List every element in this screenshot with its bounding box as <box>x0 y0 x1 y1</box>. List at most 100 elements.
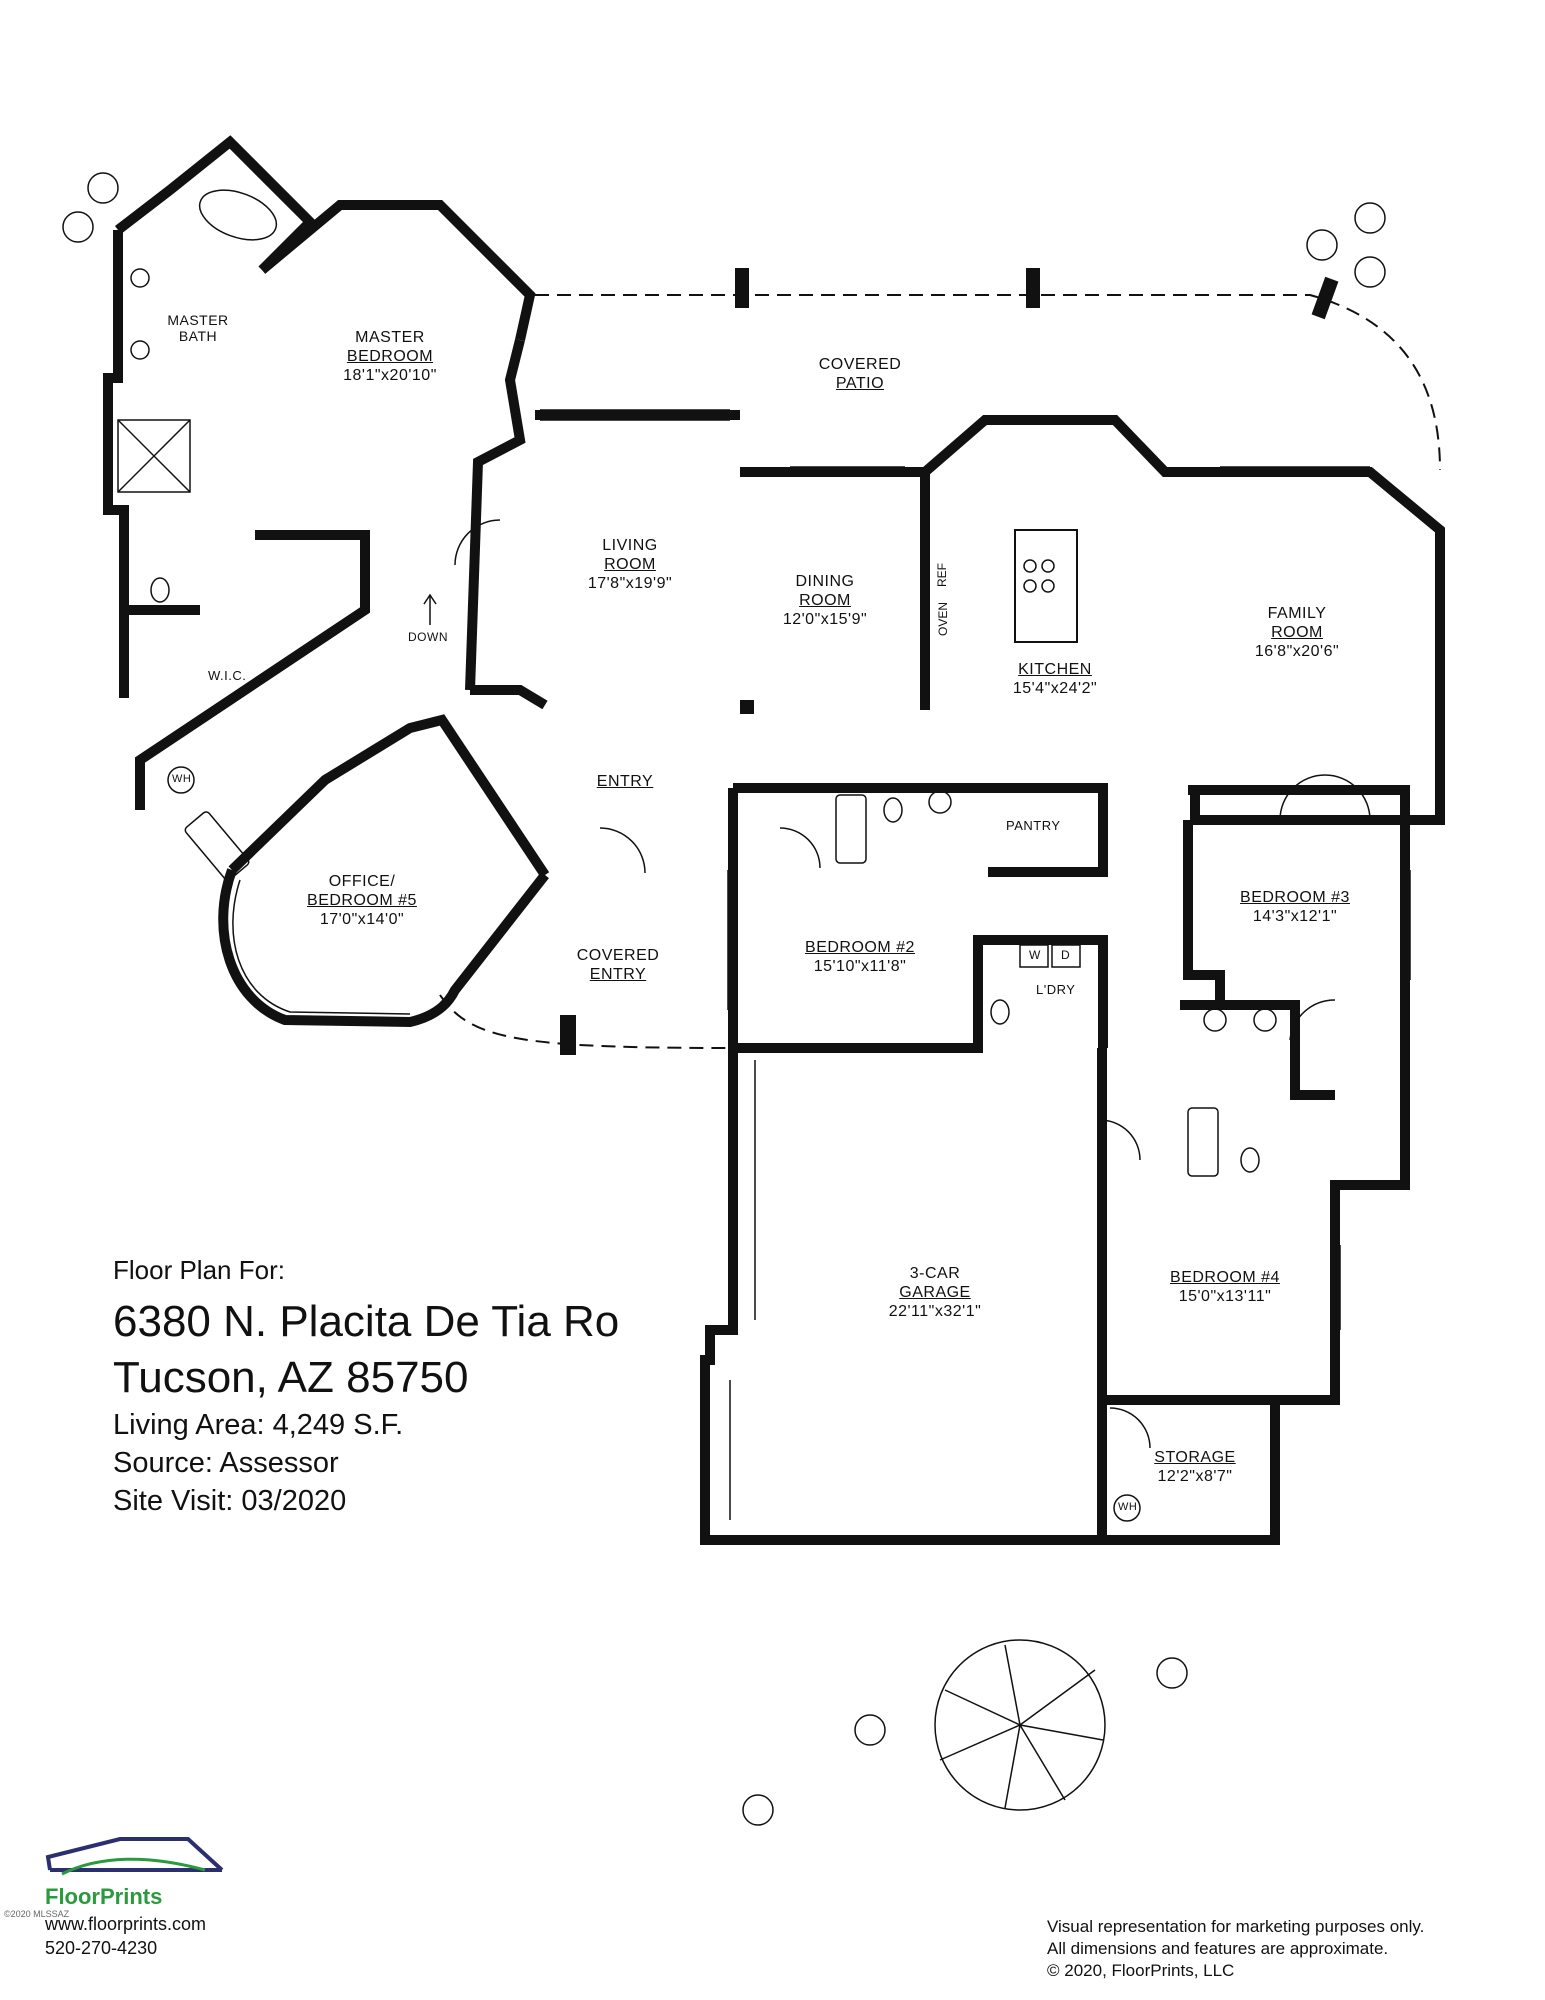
master-tub <box>198 189 278 241</box>
living-area: Living Area: 4,249 S.F. <box>113 1409 404 1441</box>
entry-column <box>560 1015 576 1055</box>
wall-kitchen-top <box>921 415 1225 477</box>
bathtub <box>1187 1107 1219 1177</box>
water-heater-symbol <box>1113 1494 1141 1522</box>
wic-label: W.I.C. <box>208 668 247 683</box>
disclaimer-line-2: All dimensions and features are approxim… <box>1047 1939 1389 1958</box>
wall-wic <box>135 530 370 810</box>
sink <box>928 790 952 814</box>
dining-room-label: DINING ROOM 12'0"x15'9" <box>782 573 868 628</box>
washer <box>1019 944 1049 968</box>
wall-bedroom4 <box>1183 820 1335 1100</box>
floorprints-logo-graphic <box>45 1837 224 1876</box>
toilet <box>150 577 170 603</box>
sink <box>130 268 150 288</box>
phone-number: 520-270-4230 <box>45 1938 158 1958</box>
cooktop-burner <box>1041 559 1055 573</box>
wall-living-room-west <box>470 685 548 710</box>
copyright: © 2020, FloorPrints, LLC <box>1047 1961 1235 1980</box>
door-swing <box>1279 774 1371 821</box>
entry-label: ENTRY <box>596 773 654 790</box>
cooktop-burner <box>1023 579 1037 593</box>
shower <box>117 419 191 493</box>
water-heater-label: WH <box>172 773 192 785</box>
garage-label: 3-CAR GARAGE 22'11"x32'1" <box>888 1265 982 1320</box>
floor-plan-for-label: Floor Plan For: <box>113 1255 285 1285</box>
address-line-1: 6380 N. Placita De Tia Ro <box>113 1297 620 1346</box>
door-swing <box>1109 1407 1151 1449</box>
plant-icon <box>62 211 94 243</box>
plant-icon <box>87 172 119 204</box>
plant-icon <box>742 1794 774 1826</box>
kitchen-island <box>1014 529 1078 643</box>
wall-bedroom2 <box>728 788 1108 1053</box>
disclaimer: Visual representation for marketing purp… <box>1047 1916 1424 1982</box>
site-visit: Site Visit: 03/2020 <box>113 1485 347 1517</box>
plant-icon <box>1306 229 1338 261</box>
wall-bedroom3 <box>1105 785 1410 1405</box>
door-swing <box>454 519 501 566</box>
wall-garage <box>700 1048 1107 1545</box>
dining-column <box>740 700 754 714</box>
wall-storage <box>1102 1395 1280 1545</box>
toilet <box>1240 1147 1260 1173</box>
master-bedroom-label: MASTER BEDROOM 18'1"x20'10" <box>343 329 437 384</box>
window <box>232 879 411 1015</box>
master-bath-label: MASTER BATH <box>167 312 229 344</box>
patio-column <box>735 268 749 308</box>
covered-patio-outline <box>535 294 1441 471</box>
bedroom3-label: BEDROOM #3 14'3"x12'1" <box>1240 889 1350 925</box>
brand-name: FloorPrints <box>45 1884 163 1909</box>
office-bedroom5-label: OFFICE/ BEDROOM #5 17'0"x14'0" <box>307 873 417 928</box>
bathtub <box>835 794 867 864</box>
storage-label: STORAGE 12'2"x8'7" <box>1154 1449 1236 1485</box>
dryer <box>1051 944 1081 968</box>
covered-patio-label: COVERED PATIO <box>818 356 902 392</box>
toilet <box>883 797 903 823</box>
water-heater-symbol <box>167 766 195 794</box>
tree-icon <box>934 1639 1106 1811</box>
disclaimer-line-1: Visual representation for marketing purp… <box>1047 1917 1425 1936</box>
door-swing <box>1289 999 1336 1041</box>
wall-bedroom2-block <box>733 783 1108 877</box>
pantry-label: PANTRY <box>1006 818 1061 833</box>
toilet <box>990 999 1010 1025</box>
plant-icon <box>1354 202 1386 234</box>
sink <box>130 340 150 360</box>
plant-icon <box>1156 1657 1188 1689</box>
bedroom4-label: BEDROOM #4 15'0"x13'11" <box>1170 1269 1280 1305</box>
plant-icon <box>854 1714 886 1746</box>
door-swing <box>779 827 821 869</box>
mls-watermark: ©2020 MLSSAZ <box>4 1909 70 1919</box>
bedroom2-label: BEDROOM #2 15'10"x11'8" <box>805 939 915 975</box>
kitchen-label: KITCHEN 15'4"x24'2" <box>1012 661 1098 697</box>
patio-column <box>1311 276 1339 320</box>
patio-column <box>1026 268 1040 308</box>
family-room-label: FAMILY ROOM 16'8"x20'6" <box>1254 605 1340 660</box>
dryer-label: D <box>1061 948 1071 962</box>
water-heater-label: WH <box>1118 1501 1138 1513</box>
wall-master-bedroom-top <box>258 200 536 342</box>
tree-branches <box>939 1644 1104 1809</box>
plant-icon <box>1354 256 1386 288</box>
website-link[interactable]: www.floorprints.com <box>45 1914 207 1934</box>
laundry-label: L'DRY <box>1036 982 1076 997</box>
ref-label: REF <box>935 563 949 587</box>
source: Source: Assessor <box>113 1447 339 1479</box>
sink <box>1253 1008 1277 1032</box>
door-swing <box>1099 1119 1141 1161</box>
wall-office-arc <box>218 868 549 1028</box>
wall-office-top <box>228 714 550 878</box>
bathtub <box>184 811 250 881</box>
address-line-2: Tucson, AZ 85750 <box>113 1353 469 1402</box>
cooktop-burner <box>1041 579 1055 593</box>
wall-master-bedroom-right <box>465 338 526 691</box>
covered-entry-outline <box>439 994 734 1049</box>
sink <box>1203 1008 1227 1032</box>
door-swing <box>599 827 646 874</box>
washer-label: W <box>1029 948 1041 962</box>
wall-master-suite <box>103 230 129 698</box>
oven-label: OVEN <box>936 601 951 637</box>
wall-family-top <box>1165 467 1445 825</box>
